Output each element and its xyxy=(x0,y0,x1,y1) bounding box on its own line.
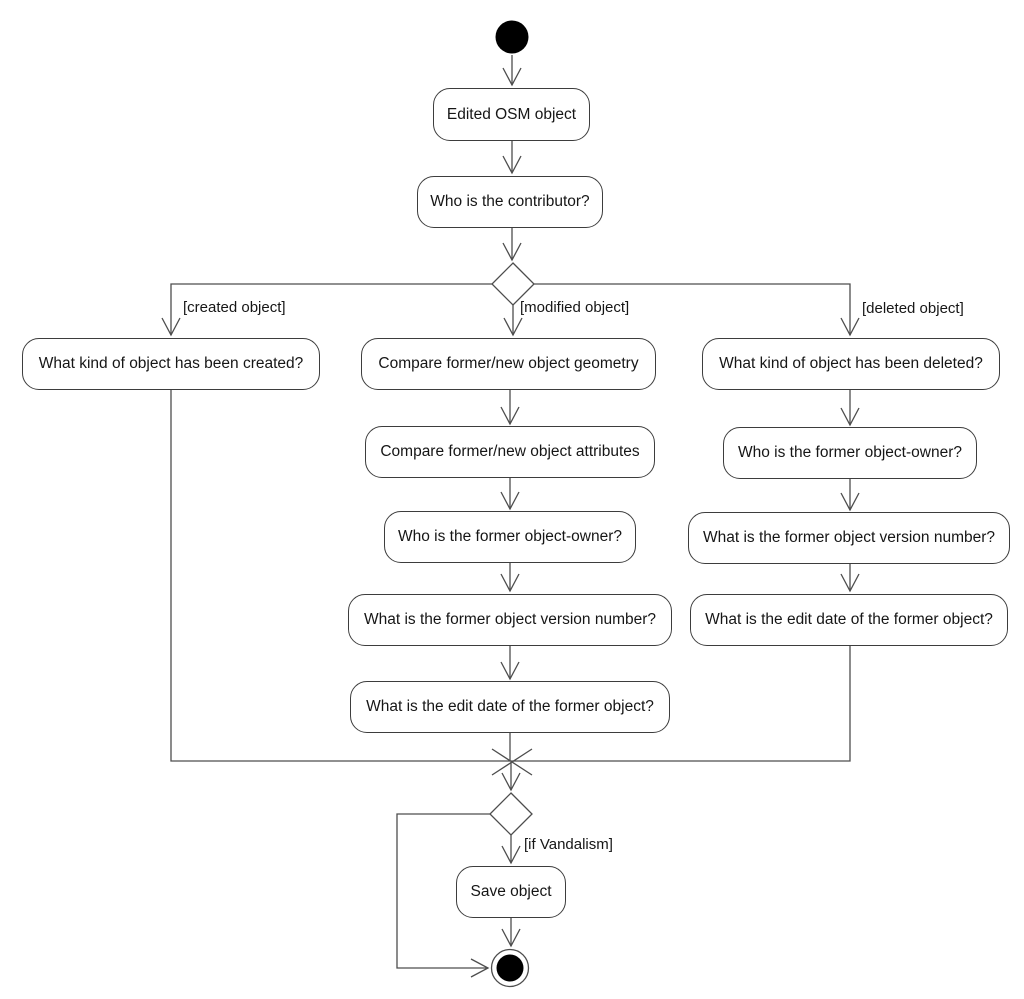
action-save-object: Save object xyxy=(456,866,566,918)
action-deleted-edit-date: What is the edit date of the former obje… xyxy=(690,594,1008,646)
edge-branch-deleted xyxy=(534,283,860,337)
guard-deleted-object: [deleted object] xyxy=(862,300,964,317)
action-deleted-kind: What kind of object has been deleted? xyxy=(702,338,1000,390)
action-compare-attributes: Compare former/new object attributes xyxy=(365,426,655,478)
edge-bypass-to-final xyxy=(396,813,490,978)
edge-merge-right-rail xyxy=(511,646,851,762)
guard-if-vandalism: [if Vandalism] xyxy=(524,836,613,853)
action-deleted-former-owner: Who is the former object-owner? xyxy=(723,427,977,479)
action-compare-geometry: Compare former/new object geometry xyxy=(361,338,656,390)
edge-merge-left-rail xyxy=(170,389,511,762)
edge-branch-created xyxy=(161,283,492,337)
decision-diamond-vandalism xyxy=(489,792,533,836)
action-modified-former-owner: Who is the former object-owner? xyxy=(384,511,636,563)
guard-modified-object: [modified object] xyxy=(520,299,630,316)
initial-node xyxy=(495,20,529,54)
merge-cross-mark xyxy=(491,748,533,776)
action-deleted-version-number: What is the former object version number… xyxy=(688,512,1010,564)
action-edited-osm-object: Edited OSM object xyxy=(433,88,590,141)
guard-created-object: [created object] xyxy=(183,299,286,316)
action-modified-edit-date: What is the edit date of the former obje… xyxy=(350,681,670,733)
action-created-kind: What kind of object has been created? xyxy=(22,338,320,390)
action-modified-version-number: What is the former object version number… xyxy=(348,594,672,646)
final-node xyxy=(496,954,524,982)
action-who-is-contributor: Who is the contributor? xyxy=(417,176,603,228)
